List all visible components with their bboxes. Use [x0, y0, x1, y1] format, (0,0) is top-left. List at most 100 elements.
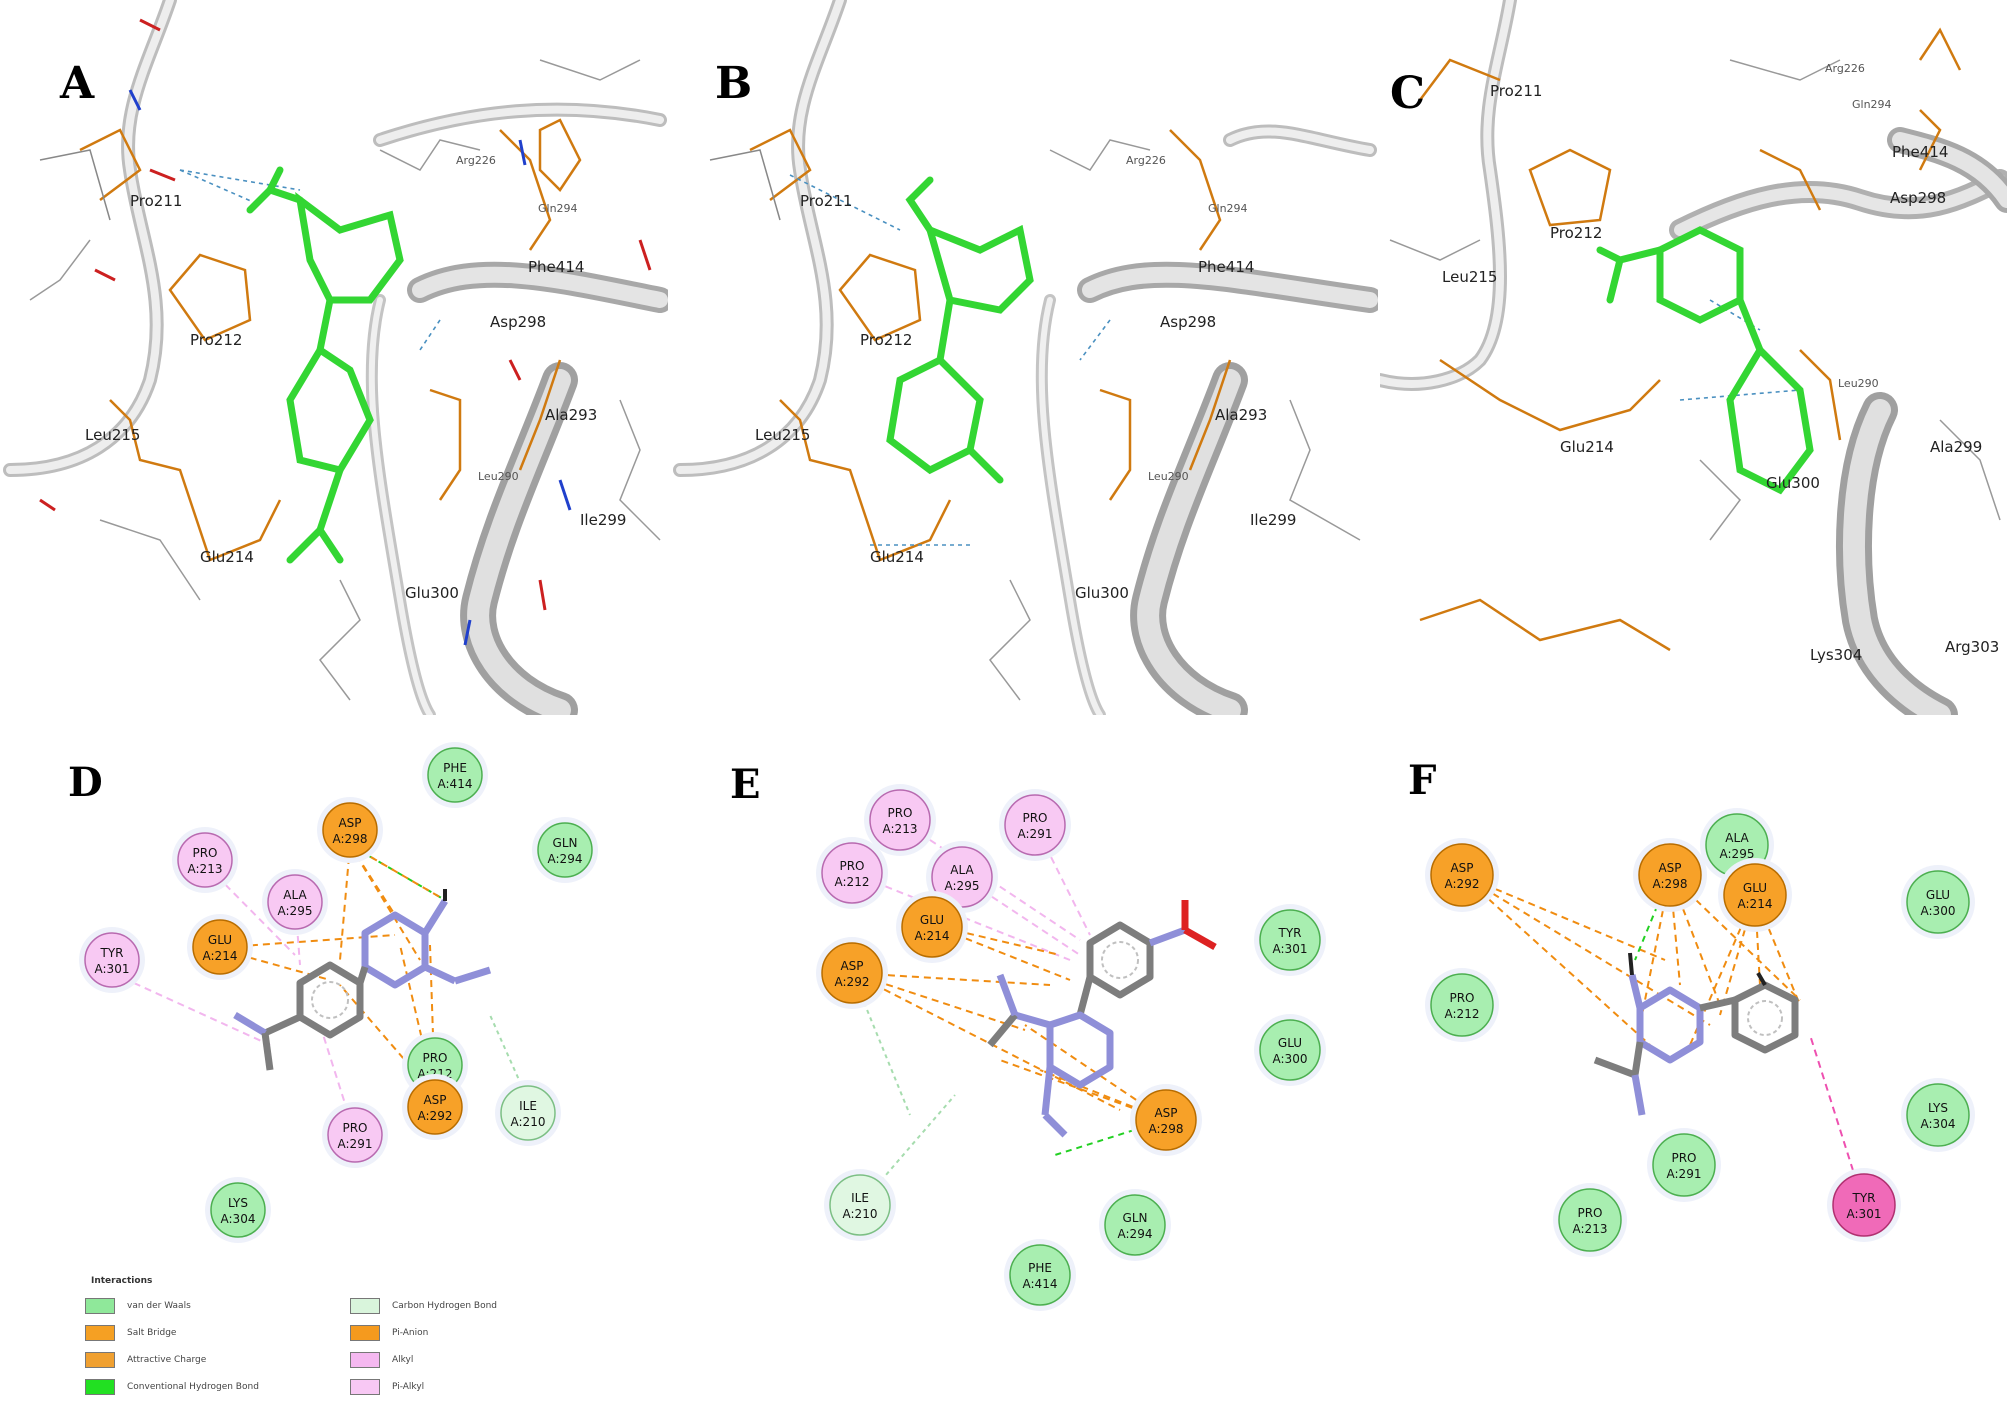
legend-item: van der Waals: [85, 1296, 191, 1316]
panel-f-interaction-map: ASPA:292ASPA:298ALAA:295GLUA:214GLUA:300…: [1425, 808, 1975, 1257]
panel-a-3d-view: Pro211 Pro212 Leu215 Glu214 Phe414 Asp29…: [0, 0, 668, 715]
residue-label: Gln294: [1852, 98, 1892, 111]
residue-name: GLU: [1926, 888, 1950, 902]
residue-number: A:301: [95, 962, 130, 976]
legend-item: Carbon Hydrogen Bond: [350, 1296, 497, 1316]
residue-number: A:304: [221, 1212, 256, 1226]
panel-label-c: C: [1390, 68, 1426, 119]
residue-label: Asp298: [490, 313, 546, 331]
residue-circle: [1723, 863, 1787, 927]
panel-label-b: B: [715, 58, 753, 109]
residue-circle: [901, 896, 963, 958]
panel-a-structure: Pro211 Pro212 Leu215 Glu214 Phe414 Asp29…: [3, 0, 668, 715]
legend-label: Conventional Hydrogen Bond: [127, 1382, 259, 1392]
residue-name: PRO: [422, 1051, 447, 1065]
residue-label: Pro212: [1550, 224, 1602, 242]
residue-number: A:414: [1023, 1277, 1058, 1291]
residue-label: Leu290: [1838, 377, 1879, 390]
residue-label: Ala293: [545, 406, 597, 424]
residue-name: PRO: [1577, 1206, 1602, 1220]
residue-nodes: PROA:213PROA:291PROA:212ALAA:295GLUA:214…: [816, 784, 1326, 1311]
residue-circle: [267, 874, 323, 930]
residue-number: A:292: [1445, 877, 1480, 891]
residue-label: Leu215: [755, 426, 810, 444]
protein-backbone-ribbon: [1380, 0, 2007, 715]
residue-label: Pro212: [190, 331, 242, 349]
legend-swatch: [350, 1298, 380, 1314]
residue-label: Gln294: [1208, 202, 1248, 215]
residue-name: GLU: [920, 913, 944, 927]
residue-circle: [1906, 1083, 1970, 1147]
residue-label: Ala293: [1215, 406, 1267, 424]
residue-circle: [829, 1174, 891, 1236]
residue-number: A:214: [1738, 897, 1773, 911]
residue-circle: [1259, 909, 1321, 971]
residue-circle: [407, 1079, 463, 1135]
residue-labels: Pro211 Pro212 Leu215 Glu214 Phe414 Asp29…: [755, 154, 1296, 602]
ligand-2d: [987, 900, 1217, 1138]
residue-number: A:295: [1720, 847, 1755, 861]
residue-circle: [1135, 1089, 1197, 1151]
ligand-3d: [1596, 226, 1814, 495]
panel-b-structure: Pro211 Pro212 Leu215 Glu214 Phe414 Asp29…: [673, 0, 1378, 715]
residue-name: PRO: [1671, 1151, 1696, 1165]
residue-label: Phe414: [528, 258, 584, 276]
legend-item: Attractive Charge: [85, 1350, 206, 1370]
residue-label: Glu300: [1766, 474, 1820, 492]
residue-label: Arg303: [1945, 638, 1999, 656]
panel-label-e: E: [730, 761, 761, 808]
legend-label: Pi-Anion: [392, 1328, 429, 1338]
residue-number: A:301: [1273, 942, 1308, 956]
residue-name: ILE: [519, 1099, 537, 1113]
residue-label: Leu290: [478, 470, 519, 483]
residue-circle: [1104, 1194, 1166, 1256]
residue-number: A:300: [1921, 904, 1956, 918]
legend-label: Carbon Hydrogen Bond: [392, 1301, 498, 1311]
legend-label: Alkyl: [392, 1355, 414, 1365]
residue-number: A:298: [1653, 877, 1688, 891]
residue-label: Arg226: [1825, 62, 1865, 75]
legend-swatch: [350, 1352, 380, 1368]
legend-swatch: [85, 1379, 115, 1395]
residue-label: Asp298: [1890, 189, 1946, 207]
sidechain-wires: [709, 128, 1361, 701]
residue-circle: [1009, 1244, 1071, 1306]
legend-label: Salt Bridge: [127, 1328, 177, 1338]
residue-number: A:214: [915, 929, 950, 943]
residue-label: Ile299: [580, 511, 626, 529]
residue-circle: [322, 802, 378, 858]
residue-number: A:291: [1667, 1167, 1702, 1181]
residue-number: A:301: [1847, 1207, 1882, 1221]
residue-label: Leu290: [1148, 470, 1189, 483]
panel-c-3d-view: Pro211 Pro212 Leu215 Glu214 Phe414 Asp29…: [1380, 0, 2007, 715]
residue-circle: [1430, 973, 1494, 1037]
residue-number: A:292: [418, 1109, 453, 1123]
residue-number: A:295: [278, 904, 313, 918]
residue-node-pro-291: PRO A:291: [1647, 1128, 1721, 1202]
residue-name: PHE: [443, 761, 467, 775]
residue-label: Gln294: [538, 202, 578, 215]
residue-label: Glu214: [200, 548, 254, 566]
residue-label: Leu215: [85, 426, 140, 444]
residue-name: PHE: [1028, 1261, 1052, 1275]
residue-number: A:294: [548, 852, 583, 866]
legend-item: Salt Bridge: [85, 1323, 176, 1343]
